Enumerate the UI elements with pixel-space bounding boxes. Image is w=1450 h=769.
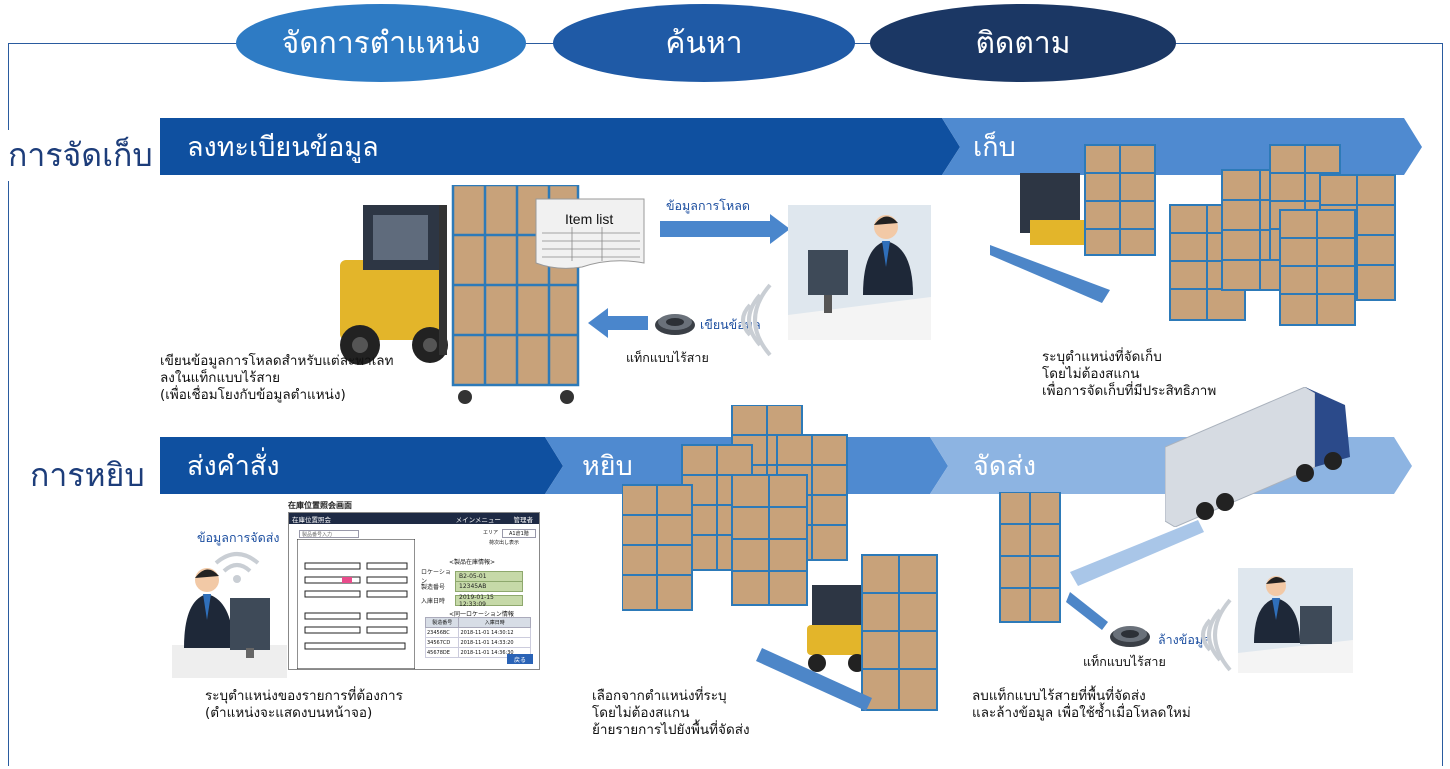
step-ship: จัดส่ง <box>973 451 1037 482</box>
screen-header: 在庫位置照会 メインメニュー 管理者 <box>289 513 539 524</box>
forklift-with-pallet-illustration <box>340 185 580 404</box>
screen-header-title: 在庫位置照会 <box>292 515 331 524</box>
ship-caption-line-1: ลบแท็กแบบไร้สายที่พื้นที่จัดส่ง <box>972 688 1146 704</box>
register-caption-line-2: ลงในแท็กแบบไร้สาย <box>160 370 281 386</box>
pick-caption-line-1: เลือกจากตำแหน่งที่ระบุ <box>592 688 727 704</box>
wifi-icon <box>214 552 260 583</box>
store-caption-line-3: เพื่อการจัดเก็บที่มีประสิทธิภาพ <box>1042 383 1217 399</box>
screen-search-label: 製品番号入力 <box>302 532 333 538</box>
table-header-row: 製造番号 入庫日時 <box>424 617 531 628</box>
write-data-arrow <box>588 308 648 338</box>
ship-caption-line-2: และล้างข้อมูล เพื่อใช้ซ้ำเมื่อโหลดใหม่ <box>972 705 1191 721</box>
storage-row-label: การจัดเก็บ <box>8 130 157 181</box>
shipping-cage-illustration <box>999 492 1204 630</box>
pick-caption-line-2: โดยไม่ต้องสแกน <box>592 705 690 721</box>
table-cell-date: 2018-11-01 14:33:20 <box>458 637 531 648</box>
load-data-label: ข้อมูลการโหลด <box>666 198 750 213</box>
table-cell-date: 2018-11-01 14:30:12 <box>458 627 531 638</box>
phase-tracking-label: ติดตาม <box>975 25 1071 61</box>
table-header-serial: 製造番号 <box>424 617 460 628</box>
clear-data-label: ล้างข้อมูล <box>1158 632 1211 647</box>
operator-at-desk-illustration <box>172 568 287 678</box>
screen-show-label: 荷次出し表示 <box>489 540 520 546</box>
table-row[interactable]: 34567CD 2018-11-01 14:33:20 <box>424 637 531 648</box>
pick-caption-line-3: ย้ายรายการไปยังพื้นที่จัดส่ง <box>592 722 750 738</box>
office-worker-illustration-ship <box>1238 568 1353 673</box>
screen-back-button[interactable]: 戻る <box>507 654 533 664</box>
screen-field-date: 入庫日時 2019-01-15 12:33:09 <box>421 594 523 608</box>
step-send-order: ส่งคำสั่ง <box>187 451 280 482</box>
screen-area-select[interactable]: A1倉1階 <box>502 529 536 538</box>
location-inquiry-screen: 在庫位置照会 メインメニュー 管理者 製品番号入力 エリア A1倉1階 荷次出し… <box>288 512 540 670</box>
table-cell-date: 2018-11-01 14:36:30 <box>458 647 531 658</box>
screen-field-serial-value: 12345AB <box>455 581 523 592</box>
screen-field-date-label: 入庫日時 <box>421 598 446 605</box>
wireless-tag-label-ship: แท็กแบบไร้สาย <box>1083 654 1166 669</box>
step-store: เก็บ <box>973 132 1016 163</box>
picking-cages-illustration <box>622 405 938 711</box>
phase-location-management-label: จัดการตำแหน่ง <box>281 25 481 61</box>
office-worker-illustration <box>788 205 931 340</box>
table-cell-serial: 45678DE <box>424 647 460 658</box>
step-pick: หยิบ <box>582 451 633 482</box>
screen-same-location-table: 製造番号 入庫日時 23456BC 2018-11-01 14:30:12 34… <box>424 617 531 658</box>
table-header-date: 入庫日時 <box>458 617 531 628</box>
shipping-data-label: ข้อมูลการจัดส่ง <box>197 530 280 545</box>
store-caption-line-2: โดยไม่ต้องสแกน <box>1042 366 1140 382</box>
wireless-tag-icon-ship <box>1110 626 1150 647</box>
wireless-tag-label: แท็กแบบไร้สาย <box>626 350 709 365</box>
register-caption-line-3: (เพื่อเชื่อมโยงกับข้อมูลตำแหน่ง) <box>160 387 346 403</box>
warehouse-floor-map <box>297 539 415 669</box>
screen-field-date-value: 2019-01-15 12:33:09 <box>455 594 523 608</box>
phase-search: ค้นหา <box>553 4 855 82</box>
wireless-tag-icon <box>655 314 695 335</box>
order-caption-line-2: (ตำแหน่งจะแสดงบนหน้าจอ) <box>205 705 373 721</box>
load-data-arrow <box>660 214 790 244</box>
screen-field-location-value: B2-05-01 <box>455 570 523 582</box>
table-cell-serial: 23456BC <box>424 627 460 638</box>
item-list-title: Item list <box>565 211 614 227</box>
order-caption-line-1: ระบุตำแหน่งของรายการที่ต้องการ <box>205 688 403 704</box>
table-row[interactable]: 23456BC 2018-11-01 14:30:12 <box>424 627 531 638</box>
screen-header-menu: メインメニュー <box>455 515 501 524</box>
table-cell-serial: 34567CD <box>424 637 460 648</box>
screen-field-serial-label: 製造番号 <box>421 584 446 591</box>
screen-area-row: エリア A1倉1階 <box>483 529 536 538</box>
picking-row-label: การหยิบ <box>30 450 149 501</box>
screen-area-label: エリア <box>483 530 499 536</box>
screen-field-serial: 製造番号 12345AB <box>421 581 523 592</box>
screen-same-location-title: <同一ロケーション情報 <box>449 611 514 618</box>
item-list-sheet <box>535 198 645 269</box>
screen-search-box[interactable]: 製品番号入力 <box>299 530 359 538</box>
screen-field-location-label: ロケーション <box>421 569 451 585</box>
step-register-data: ลงทะเบียนข้อมูล <box>187 132 379 163</box>
radio-wave-icon <box>741 283 772 357</box>
screen-caption: 在庫位置照会画面 <box>288 501 352 510</box>
truck-illustration <box>1165 387 1350 527</box>
screen-header-user: 管理者 <box>513 515 534 524</box>
register-caption-line-1: เขียนข้อมูลการโหลดสำหรับแต่ละพาเลท <box>160 353 394 369</box>
phase-tracking: ติดตาม <box>870 4 1176 82</box>
storage-cages-illustration <box>990 144 1396 326</box>
store-caption-line-1: ระบุตำแหน่งที่จัดเก็บ <box>1042 349 1162 365</box>
phase-search-label: ค้นหา <box>665 25 743 61</box>
phase-location-management: จัดการตำแหน่ง <box>236 4 526 82</box>
screen-info-title: <製品在庫情報> <box>449 559 496 566</box>
radio-wave-icon-ship <box>1201 598 1232 672</box>
table-row[interactable]: 45678DE 2018-11-01 14:36:30 <box>424 647 531 658</box>
